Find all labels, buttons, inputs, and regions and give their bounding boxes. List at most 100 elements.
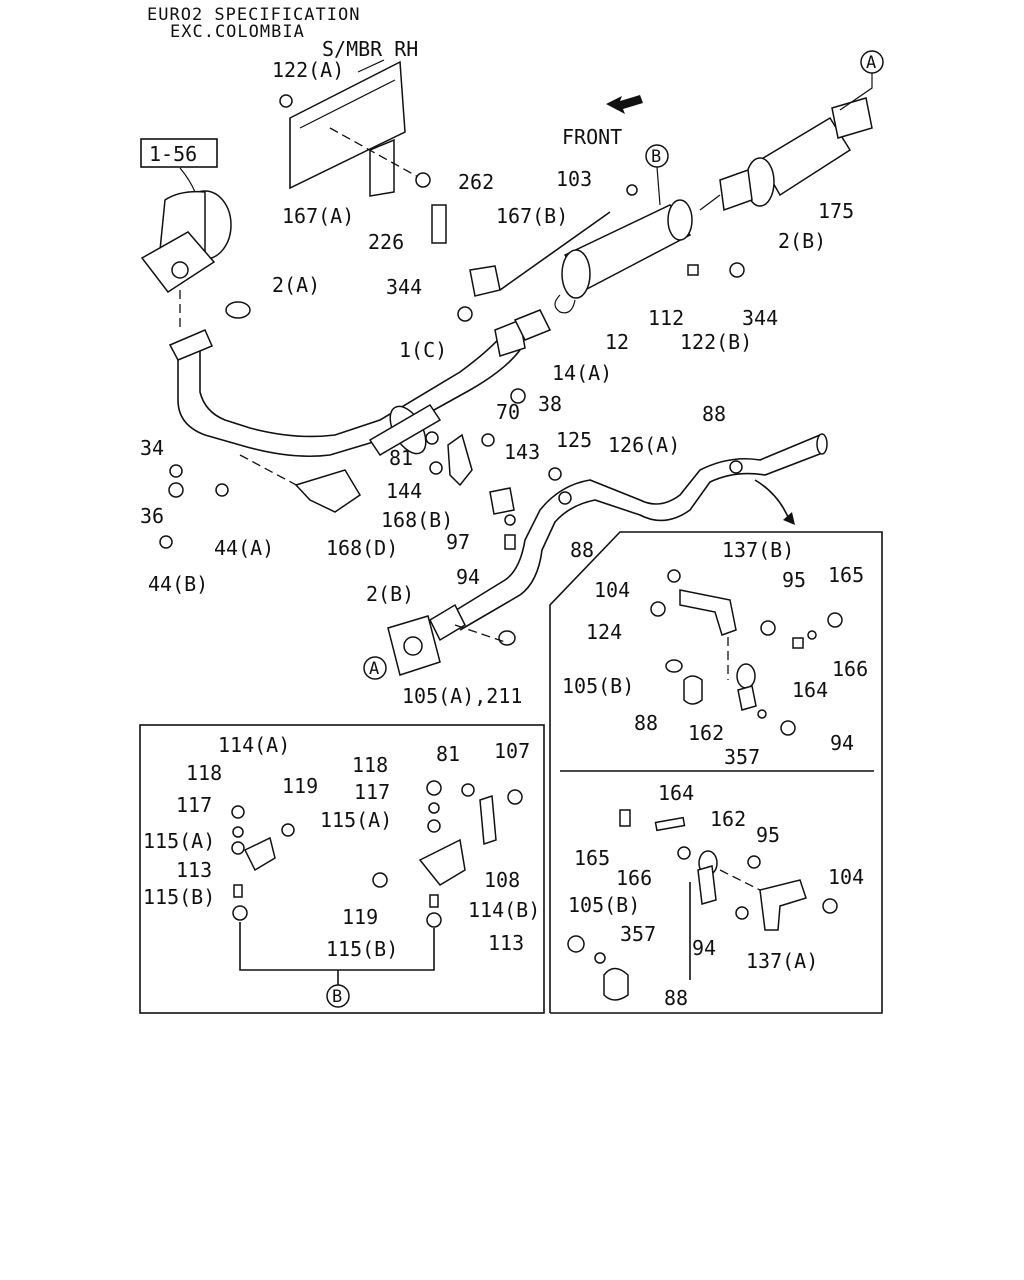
washer-105a <box>498 630 516 646</box>
part-label: 137(B) <box>722 538 794 562</box>
part-labels: 122(A) 262 167(A) 226 167(B) 344 2(A) 10… <box>140 58 868 1010</box>
part-label: 34 <box>140 436 164 460</box>
part-label: 2(A) <box>272 273 320 297</box>
part-label: 2(B) <box>778 229 826 253</box>
part-label: 137(A) <box>746 949 818 973</box>
detail-lower-parts <box>567 809 838 1001</box>
front-pipe <box>168 318 526 458</box>
part-label: 122(B) <box>680 330 752 354</box>
ref-circle-a-lower: A <box>363 656 387 680</box>
muffler-12 <box>554 199 693 314</box>
front-label: FRONT <box>562 125 622 149</box>
svg-text:B: B <box>332 987 343 1007</box>
part-label: 168(B) <box>381 508 453 532</box>
part-label: 167(A) <box>282 204 354 228</box>
part-label: 81 <box>389 446 413 470</box>
part-label: 95 <box>782 568 806 592</box>
converter-175 <box>699 97 873 212</box>
part-label: 226 <box>368 230 404 254</box>
part-label: 262 <box>458 170 494 194</box>
part-label: 104 <box>828 865 864 889</box>
gasket-2a <box>225 301 251 319</box>
part-label: 115(B) <box>326 937 398 961</box>
part-label: 38 <box>538 392 562 416</box>
part-label: 162 <box>710 807 746 831</box>
part-label: 162 <box>688 721 724 745</box>
detail-box-right <box>549 531 883 1014</box>
part-label: 88 <box>702 402 726 426</box>
gasket-2b-lower <box>387 615 441 676</box>
part-label: 114(A) <box>218 733 290 757</box>
part-label: 124 <box>586 620 622 644</box>
bracket-168d <box>239 454 362 513</box>
manifold-converter <box>140 167 232 294</box>
part-label: 126(A) <box>608 433 680 457</box>
spec-line-2: EXC.COLOMBIA <box>170 22 305 42</box>
part-label: 118 <box>352 753 388 777</box>
part-label: 105(B) <box>562 674 634 698</box>
part-label: 88 <box>570 538 594 562</box>
part-label: 107 <box>494 739 530 763</box>
part-label: 12 <box>605 330 629 354</box>
part-label: 344 <box>386 275 422 299</box>
detail-upper-parts <box>650 569 843 736</box>
detail-arrow <box>754 479 791 523</box>
part-label: 167(B) <box>496 204 568 228</box>
part-label: 164 <box>658 781 694 805</box>
part-label: 117 <box>176 793 212 817</box>
svg-text:A: A <box>369 659 380 679</box>
gasket-14a <box>513 309 552 341</box>
part-label: 113 <box>176 858 212 882</box>
part-label: 94 <box>830 731 854 755</box>
part-label: 165 <box>574 846 610 870</box>
part-label: 166 <box>616 866 652 890</box>
part-label: 97 <box>446 530 470 554</box>
part-label: 119 <box>342 905 378 929</box>
part-label: 108 <box>484 868 520 892</box>
part-label: 36 <box>140 504 164 528</box>
part-label: 164 <box>792 678 828 702</box>
part-label: 175 <box>818 199 854 223</box>
part-label: 119 <box>282 774 318 798</box>
part-label: 70 <box>496 400 520 424</box>
part-label: 95 <box>756 823 780 847</box>
tail-pipe <box>429 433 828 642</box>
svg-text:A: A <box>866 53 877 73</box>
part-label: 166 <box>832 657 868 681</box>
fasteners <box>159 94 745 550</box>
ref-circle-b-top: B <box>645 144 669 206</box>
part-label: 125 <box>556 428 592 452</box>
detail-box-left <box>139 724 545 1014</box>
part-label: 112 <box>648 306 684 330</box>
side-member-rh <box>289 59 421 197</box>
part-label: 88 <box>634 711 658 735</box>
part-label: 357 <box>620 922 656 946</box>
ref-circle-a-top: A <box>839 50 884 111</box>
part-label: 115(A) <box>143 829 215 853</box>
bracket-168b <box>447 433 515 515</box>
part-label: 94 <box>456 565 480 589</box>
smbr-label: S/MBR RH <box>322 37 418 61</box>
part-label: 165 <box>828 563 864 587</box>
part-label: 14(A) <box>552 361 612 385</box>
part-label: 115(A) <box>320 808 392 832</box>
detail-left-parts <box>231 780 523 985</box>
part-label: 118 <box>186 761 222 785</box>
front-arrow-icon <box>606 95 643 114</box>
part-label: 44(B) <box>148 572 208 596</box>
ref-circle-b-lower: B <box>326 984 350 1008</box>
part-label: 94 <box>692 936 716 960</box>
part-label: 44(A) <box>214 536 274 560</box>
part-label: 344 <box>742 306 778 330</box>
part-label: 103 <box>556 167 592 191</box>
part-label: 117 <box>354 780 390 804</box>
part-label: 357 <box>724 745 760 769</box>
part-label: 105(B) <box>568 893 640 917</box>
part-label: 2(B) <box>366 582 414 606</box>
part-label: 88 <box>664 986 688 1010</box>
part-label: 115(B) <box>143 885 215 909</box>
part-label: 114(B) <box>468 898 540 922</box>
part-label: 1(C) <box>399 338 447 362</box>
part-label: 113 <box>488 931 524 955</box>
part-label: 168(D) <box>326 536 398 560</box>
